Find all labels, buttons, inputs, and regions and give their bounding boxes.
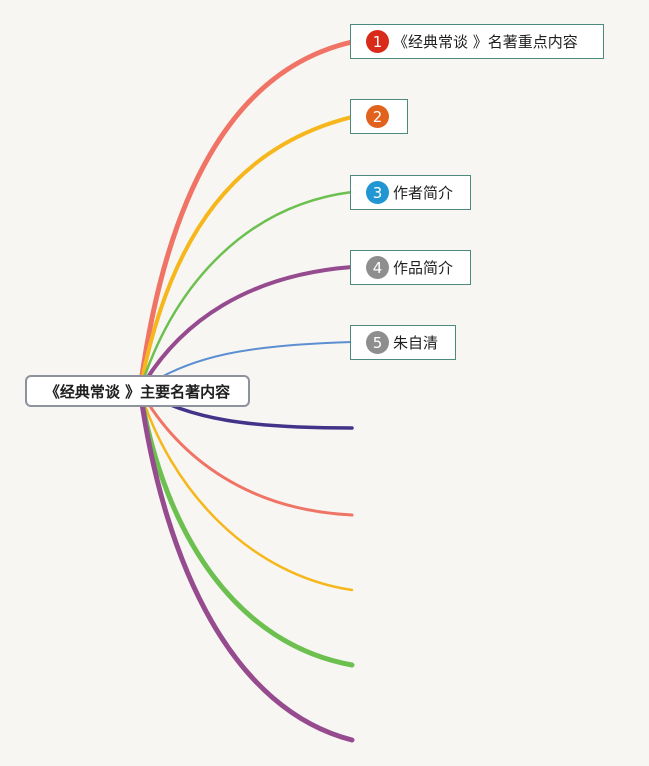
topic-node-2[interactable]: 2 bbox=[350, 99, 408, 134]
branch-line-1 bbox=[137, 39, 355, 393]
branch-line-2 bbox=[138, 115, 354, 392]
branch-line-9 bbox=[137, 387, 355, 668]
topic-label: 朱自清 bbox=[393, 334, 439, 352]
number-badge-icon: 1 bbox=[366, 30, 389, 53]
topic-label: 作品简介 bbox=[393, 259, 454, 277]
topic-node-3[interactable]: 3 作者简介 bbox=[350, 175, 471, 210]
branch-line-7 bbox=[138, 388, 354, 517]
number-badge-icon: 2 bbox=[366, 105, 389, 128]
topic-label: 作者简介 bbox=[393, 184, 454, 202]
root-node[interactable]: 《经典常谈 》主要名著内容 bbox=[25, 375, 250, 407]
branch-line-8 bbox=[138, 388, 354, 592]
branch-line-10 bbox=[137, 387, 355, 743]
number-badge-icon: 5 bbox=[366, 331, 389, 354]
topic-label: 《经典常谈 》名著重点内容 bbox=[393, 33, 578, 51]
topic-node-4[interactable]: 4 作品简介 bbox=[350, 250, 471, 285]
branch-line-3 bbox=[138, 190, 354, 392]
topic-node-1[interactable]: 1 《经典常谈 》名著重点内容 bbox=[350, 24, 604, 59]
branch-line-4 bbox=[138, 265, 354, 392]
number-badge-icon: 4 bbox=[366, 256, 389, 279]
number-badge-icon: 3 bbox=[366, 181, 389, 204]
topic-node-5[interactable]: 5 朱自清 bbox=[350, 325, 456, 360]
